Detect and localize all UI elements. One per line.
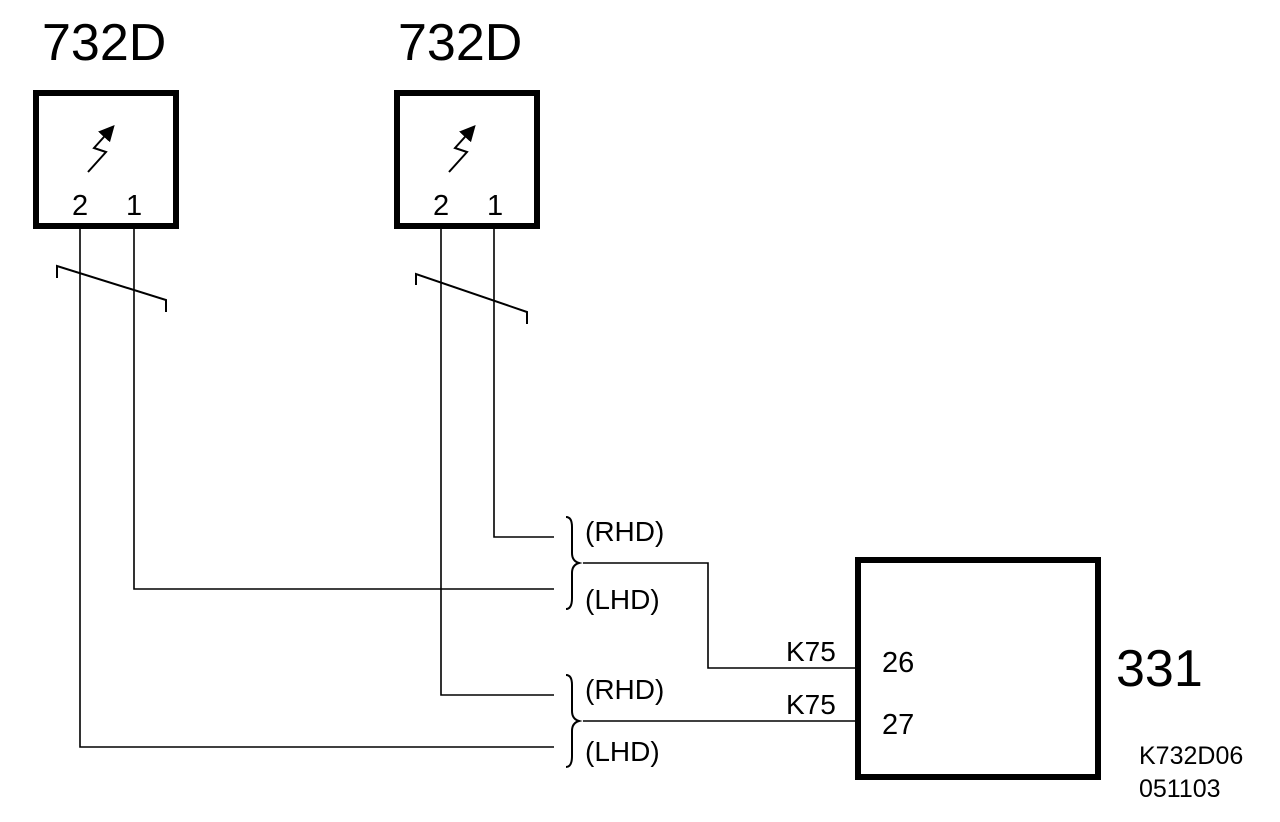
module-331: 26 27 331 xyxy=(855,557,1203,780)
brace-icon xyxy=(565,674,583,768)
lower-rhd-label: (RHD) xyxy=(585,674,664,705)
module-label: 331 xyxy=(1116,640,1203,698)
wire-left-pin2 xyxy=(79,226,554,748)
sensor-arrow-icon xyxy=(448,125,476,173)
sensor-right-pin2: 2 xyxy=(433,190,449,222)
upper-lhd-label: (LHD) xyxy=(585,584,660,615)
reference-date: 051103 xyxy=(1139,775,1221,803)
brace-icon xyxy=(565,516,583,610)
upper-rhd-label: (RHD) xyxy=(585,516,664,547)
sensor-arrow-icon xyxy=(87,125,115,173)
reference-code: K732D06 xyxy=(1139,742,1243,770)
module-pin-27: 27 xyxy=(882,709,914,741)
sensor-right: 732D 2 1 xyxy=(394,14,540,229)
harness-label-lower: K75 xyxy=(786,689,836,720)
sensor-left-box xyxy=(33,90,179,229)
sensor-left-label: 732D xyxy=(42,14,166,72)
break-symbol-icon xyxy=(415,272,528,324)
sensor-right-label: 732D xyxy=(398,14,522,72)
break-symbol-icon xyxy=(56,264,167,312)
wire-k75-upper xyxy=(583,562,858,669)
sensor-right-pin1: 1 xyxy=(487,190,503,222)
wires xyxy=(79,226,858,748)
lower-lhd-label: (LHD) xyxy=(585,736,660,767)
harness-label-upper: K75 xyxy=(786,636,836,667)
module-pin-26: 26 xyxy=(882,647,914,679)
sensor-right-box xyxy=(394,90,540,229)
sensor-left: 732D 2 1 xyxy=(33,14,179,229)
module-box xyxy=(855,557,1101,780)
wire-right-pin2 xyxy=(440,226,554,696)
wire-left-pin1 xyxy=(133,226,554,590)
wire-right-pin1 xyxy=(493,226,554,538)
sensor-left-pin1: 1 xyxy=(126,190,142,222)
sensor-left-pin2: 2 xyxy=(72,190,88,222)
